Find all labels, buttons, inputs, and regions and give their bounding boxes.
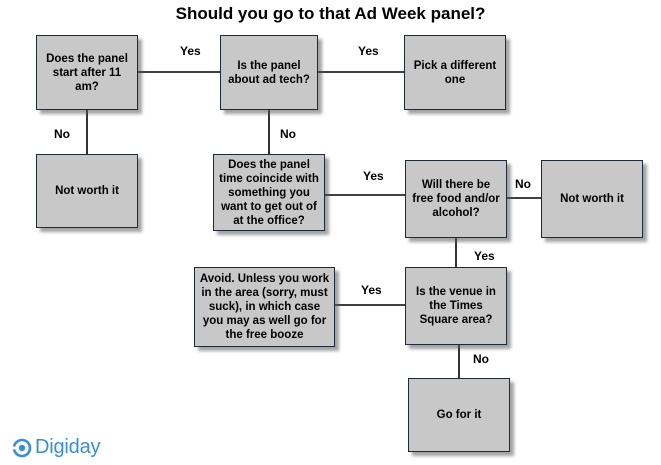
- edge-label-food-notworth2: No: [515, 177, 531, 191]
- edge-label-start-adtech: Yes: [180, 44, 201, 58]
- digiday-logo-text: Digiday: [35, 436, 101, 458]
- edge-label-coincide-food: Yes: [363, 169, 384, 183]
- edge-label-venue-gofor: No: [473, 352, 489, 366]
- node-venue-times-square: Is the venue in the Times Square area?: [405, 267, 507, 345]
- edge-label-food-venue: Yes: [474, 249, 495, 263]
- node-about-ad-tech: Is the panel about ad tech?: [220, 35, 318, 110]
- digiday-logo-icon: [12, 438, 32, 457]
- node-not-worth-it-left: Not worth it: [36, 154, 138, 228]
- edge-label-adtech-coincide: No: [280, 127, 296, 141]
- digiday-logo: Digiday: [12, 436, 101, 459]
- edge-label-start-notworth1: No: [54, 127, 70, 141]
- edge-label-adtech-pick: Yes: [358, 44, 379, 58]
- node-pick-different: Pick a different one: [404, 35, 506, 110]
- diagram-title: Should you go to that Ad Week panel?: [175, 4, 486, 23]
- node-avoid: Avoid. Unless you work in the area (sorr…: [194, 267, 335, 347]
- node-go-for-it: Go for it: [408, 378, 510, 452]
- edge-label-venue-avoid: Yes: [361, 283, 382, 297]
- node-coincide-office: Does the panel time coincide with someth…: [213, 154, 325, 231]
- node-free-food: Will there be free food and/or alcohol?: [405, 160, 507, 238]
- node-not-worth-it-right: Not worth it: [541, 160, 643, 238]
- node-start-after-11: Does the panel start after 11 am?: [36, 35, 138, 110]
